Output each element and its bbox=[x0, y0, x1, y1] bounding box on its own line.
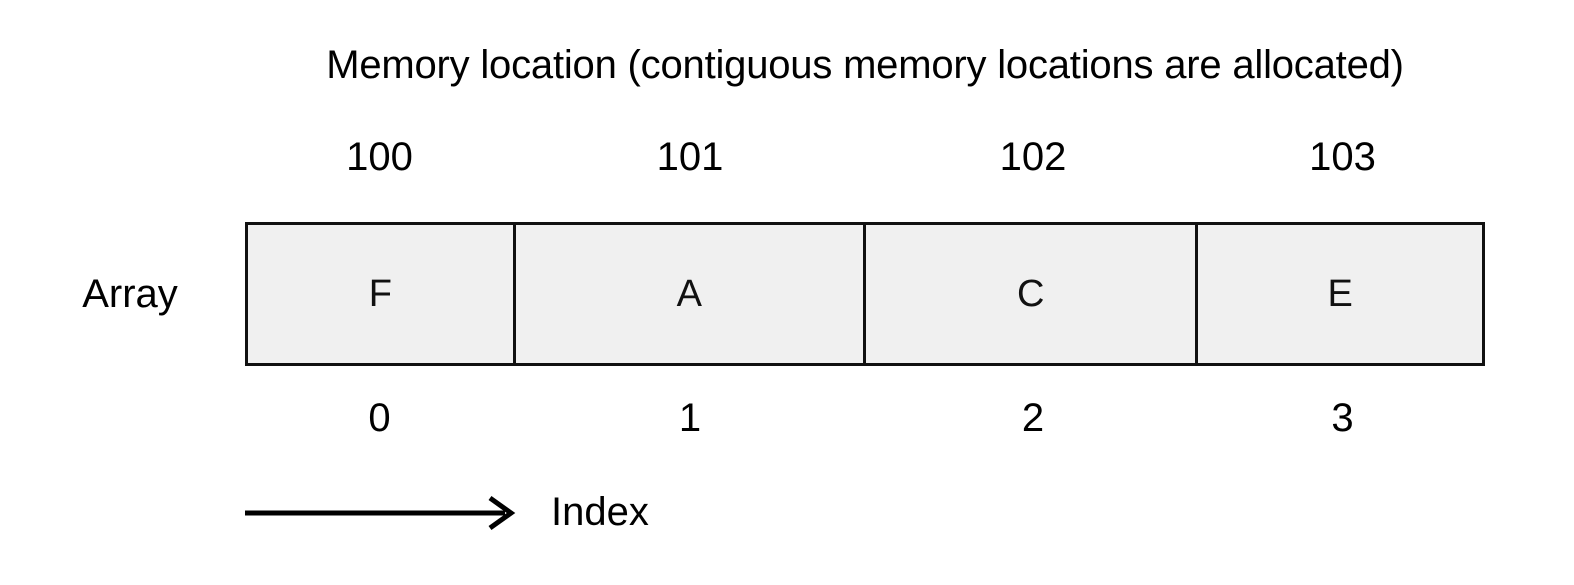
array-cell: F bbox=[248, 225, 516, 363]
index-number-row: 0 1 2 3 bbox=[245, 392, 1485, 444]
memory-address-label: 100 bbox=[346, 135, 413, 179]
index-axis-caption: Index bbox=[551, 490, 649, 534]
array-cell: E bbox=[1198, 225, 1482, 363]
index-label: 3 bbox=[1331, 396, 1354, 440]
array-table: F A C E bbox=[245, 222, 1485, 366]
array-cell: A bbox=[515, 225, 866, 363]
index-label: 1 bbox=[678, 396, 702, 440]
array-cell: C bbox=[866, 225, 1199, 363]
memory-address-label: 103 bbox=[1309, 135, 1376, 179]
right-arrow-icon bbox=[245, 495, 516, 531]
memory-address-label: 101 bbox=[656, 135, 724, 179]
memory-address-label: 102 bbox=[999, 135, 1067, 179]
array-row-label: Array bbox=[82, 271, 178, 316]
index-label: 2 bbox=[1021, 396, 1045, 440]
index-label: 0 bbox=[368, 396, 391, 440]
memory-address-row: 100 101 102 103 bbox=[245, 131, 1485, 183]
page-title: Memory location (contiguous memory locat… bbox=[326, 43, 1404, 87]
